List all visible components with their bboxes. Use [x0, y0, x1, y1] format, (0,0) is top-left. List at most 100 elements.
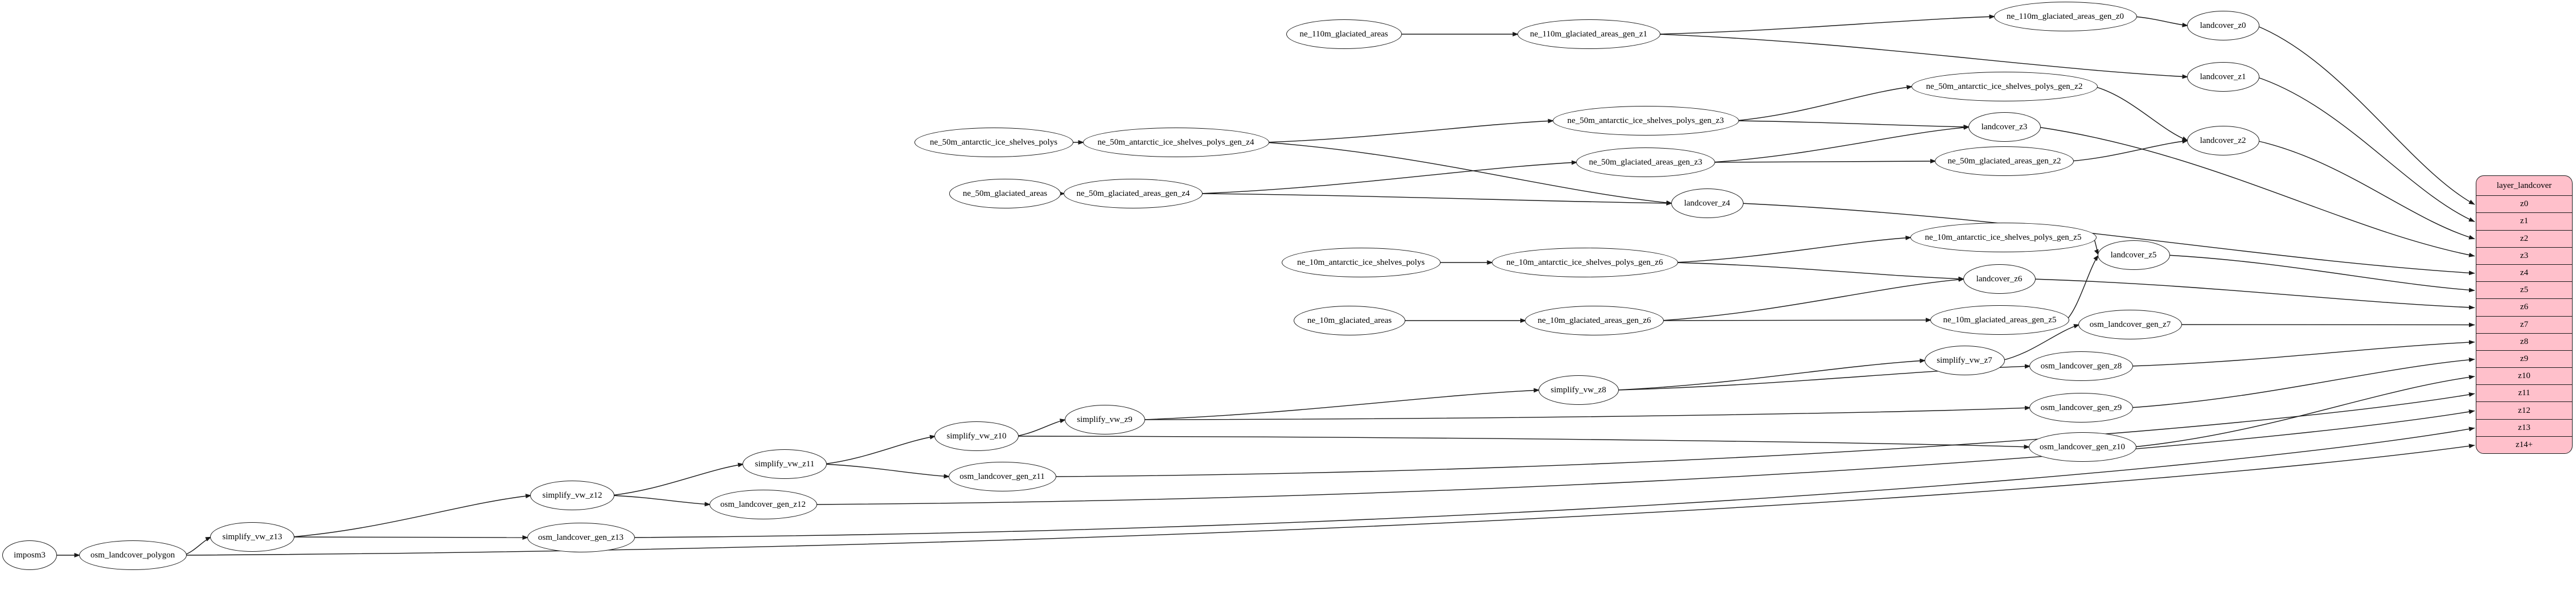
graph-edge-simplify_vw_z11-to-osm_landcover_gen_z11: [823, 464, 950, 479]
graph-node-ne_110m_glaciated_areas: ne_110m_glaciated_areas: [1286, 19, 1402, 49]
layer-table-row-z5: z5: [2476, 281, 2572, 298]
graph-node-osm_landcover_polygon: osm_landcover_polygon: [79, 540, 187, 570]
graph-edge-ne_10m_antarctic_ice_shelves_polys_gen_z6-to-ne_10m_antarctic_ice_shelves_polys_gen_z5: [1675, 235, 1912, 263]
graph-node-landcover_z2: landcover_z2: [2187, 126, 2259, 155]
graph-node-landcover_z4: landcover_z4: [1671, 188, 1744, 218]
graph-edge-ne_10m_antarctic_ice_shelves_polys_gen_z6-to-landcover_z6: [1675, 262, 1964, 281]
graph-node-ne_50m_antarctic_ice_shelves_polys: ne_50m_antarctic_ice_shelves_polys: [914, 128, 1073, 157]
graph-edge-osm_landcover_polygon-to-simplify_vw_z13: [183, 536, 212, 556]
graph-edge-simplify_vw_z9-to-simplify_vw_z8: [1142, 388, 1540, 420]
graph-edge-ne_10m_glaciated_areas_gen_z5-to-landcover_z5: [2066, 255, 2099, 321]
graph-edge-landcover_z1-to-z1: [2256, 76, 2475, 222]
graph-node-osm_landcover_gen_z10: osm_landcover_gen_z10: [2028, 432, 2136, 462]
graph-edge-simplify_vw_z9-to-osm_landcover_gen_z9: [1142, 405, 2031, 420]
layer-table-title: layer_landcover: [2496, 181, 2552, 190]
layer-table-row-z14: z14+: [2476, 436, 2572, 453]
graph-node-ne_10m_antarctic_ice_shelves_polys_gen_z5: ne_10m_antarctic_ice_shelves_polys_gen_z…: [1910, 223, 2097, 252]
graph-node-ne_10m_glaciated_areas_gen_z6: ne_10m_glaciated_areas_gen_z6: [1525, 306, 1664, 335]
graph-edge-osm_landcover_gen_z8-to-z8: [2130, 340, 2475, 367]
graph-node-simplify_vw_z9: simplify_vw_z9: [1064, 405, 1145, 434]
graph-edge-ne_50m_glaciated_areas_gen_z2-to-landcover_z2: [2070, 139, 2188, 162]
graph-node-osm_landcover_gen_z11: osm_landcover_gen_z11: [948, 462, 1056, 491]
graph-node-ne_110m_glaciated_areas_gen_z0: ne_110m_glaciated_areas_gen_z0: [1993, 2, 2137, 31]
graph-edge-osm_landcover_gen_z9-to-z9: [2130, 357, 2475, 408]
graph-edge-ne_10m_glaciated_areas_gen_z6-to-ne_10m_glaciated_areas_gen_z5: [1660, 318, 1932, 323]
graph-edge-simplify_vw_z13-to-simplify_vw_z12: [291, 494, 532, 538]
layer-table-row-z6: z6: [2476, 298, 2572, 315]
graph-edge-simplify_vw_z10-to-osm_landcover_gen_z10: [1015, 436, 2030, 449]
graph-edge-ne_50m_glaciated_areas_gen_z3-to-ne_50m_glaciated_areas_gen_z2: [1712, 159, 1937, 164]
layer-table-row-z13: z13: [2476, 419, 2572, 436]
graph-node-simplify_vw_z8: simplify_vw_z8: [1538, 375, 1619, 405]
graph-node-simplify_vw_z7: simplify_vw_z7: [1924, 346, 2005, 375]
graph-edge-simplify_vw_z13-to-osm_landcover_gen_z13: [291, 535, 528, 540]
graph-edge-ne_10m_glaciated_areas_gen_z6-to-landcover_z6: [1660, 277, 1964, 321]
layer-table-row-z4: z4: [2476, 264, 2572, 281]
graph-node-simplify_vw_z13: simplify_vw_z13: [210, 522, 294, 552]
graph-node-landcover_z0: landcover_z0: [2187, 11, 2259, 40]
layer-table-row-z0: z0: [2476, 195, 2572, 212]
graph-edge-ne_110m_glaciated_areas_gen_z1-to-landcover_z1: [1657, 34, 2188, 79]
graph-edge-ne_110m_glaciated_areas_gen_z0-to-landcover_z0: [2134, 16, 2188, 27]
graph-edge-ne_50m_antarctic_ice_shelves_polys_gen_z4-to-ne_50m_antarctic_ice_shelves_polys_gen_z3: [1266, 118, 1554, 143]
graph-edge-ne_50m_antarctic_ice_shelves_polys_gen_z3-to-landcover_z3: [1736, 120, 1970, 129]
layer-table-row-z3: z3: [2476, 247, 2572, 264]
layer-table-row-z12: z12: [2476, 401, 2572, 419]
graph-node-simplify_vw_z11: simplify_vw_z11: [743, 449, 827, 479]
graph-edge-landcover_z0-to-z0: [2256, 25, 2475, 205]
graph-edge-landcover_z2-to-z2: [2256, 140, 2475, 240]
graph-edge-simplify_vw_z10-to-simplify_vw_z9: [1015, 419, 1066, 437]
graph-edge-landcover_z6-to-z6: [2032, 278, 2475, 310]
graph-edge-ne_110m_glaciated_areas_gen_z1-to-ne_110m_glaciated_areas_gen_z0: [1657, 14, 1995, 35]
graph-edge-osm_landcover_gen_z10-to-z10: [2133, 375, 2475, 448]
layer-table-row-z2: z2: [2476, 229, 2572, 247]
graph-edge-ne_50m_glaciated_areas_gen_z4-to-landcover_z4: [1199, 193, 1672, 206]
graph-node-ne_50m_glaciated_areas: ne_50m_glaciated_areas: [949, 179, 1061, 208]
graph-node-osm_landcover_gen_z7: osm_landcover_gen_z7: [2078, 310, 2182, 339]
graph-node-ne_50m_glaciated_areas_gen_z2: ne_50m_glaciated_areas_gen_z2: [1935, 146, 2074, 176]
graph-edge-osm_landcover_gen_z11-to-z11: [1053, 392, 2475, 477]
graph-edge-landcover_z4-to-z4: [1740, 203, 2475, 276]
graph-node-landcover_z5: landcover_z5: [2097, 240, 2170, 270]
graph-node-landcover_z1: landcover_z1: [2187, 62, 2259, 92]
graph-edge-osm_landcover_gen_z12-to-z12: [814, 409, 2475, 505]
layer-table-row-z8: z8: [2476, 333, 2572, 350]
graph-node-simplify_vw_z12: simplify_vw_z12: [530, 481, 614, 510]
graph-node-ne_10m_antarctic_ice_shelves_polys: ne_10m_antarctic_ice_shelves_polys: [1281, 248, 1441, 277]
graph-node-ne_50m_antarctic_ice_shelves_polys_gen_z4: ne_50m_antarctic_ice_shelves_polys_gen_z…: [1082, 128, 1269, 157]
graph-edge-simplify_vw_z7-to-osm_landcover_gen_z7: [2001, 324, 2080, 361]
graph-edge-landcover_z3-to-z3: [2037, 126, 2475, 257]
graph-node-osm_landcover_gen_z9: osm_landcover_gen_z9: [2029, 393, 2133, 423]
graph-node-imposm3: imposm3: [2, 540, 57, 570]
graph-edge-ne_50m_antarctic_ice_shelves_polys_gen_z4-to-landcover_z4: [1266, 142, 1672, 205]
graph-node-ne_10m_glaciated_areas_gen_z5: ne_10m_glaciated_areas_gen_z5: [1930, 305, 2069, 335]
graph-node-landcover_z3: landcover_z3: [1968, 112, 2041, 142]
graph-edge-ne_50m_antarctic_ice_shelves_polys_gen_z3-to-ne_50m_antarctic_ice_shelves_polys_gen_z2: [1736, 85, 1913, 121]
graph-node-ne_50m_glaciated_areas_gen_z3: ne_50m_glaciated_areas_gen_z3: [1576, 147, 1715, 177]
graph-edge-simplify_vw_z12-to-simplify_vw_z11: [611, 462, 744, 496]
graph-edge-osm_landcover_polygon-to-z14+: [183, 444, 2475, 556]
graph-edge-ne_50m_antarctic_ice_shelves_polys_gen_z2-to-landcover_z2: [2094, 86, 2188, 141]
graph-edge-ne_50m_glaciated_areas_gen_z4-to-ne_50m_glaciated_areas_gen_z3: [1199, 160, 1578, 194]
layer-table-row-z9: z9: [2476, 350, 2572, 367]
graph-edge-ne_50m_glaciated_areas_gen_z3-to-landcover_z3: [1712, 125, 1970, 163]
graph-node-ne_50m_antarctic_ice_shelves_polys_gen_z2: ne_50m_antarctic_ice_shelves_polys_gen_z…: [1911, 72, 2098, 101]
graph-node-landcover_z6: landcover_z6: [1963, 264, 2036, 294]
layer-table-row-z1: z1: [2476, 212, 2572, 229]
layer-table-row-z7: z7: [2476, 315, 2572, 333]
graph-edge-simplify_vw_z12-to-osm_landcover_gen_z12: [611, 495, 711, 507]
graph-node-ne_10m_glaciated_areas: ne_10m_glaciated_areas: [1294, 306, 1405, 335]
graph-node-ne_110m_glaciated_areas_gen_z1: ne_110m_glaciated_areas_gen_z1: [1517, 19, 1660, 49]
layer-table-row-z11: z11: [2476, 384, 2572, 401]
graph-node-ne_10m_antarctic_ice_shelves_polys_gen_z6: ne_10m_antarctic_ice_shelves_polys_gen_z…: [1491, 248, 1678, 277]
graph-node-osm_landcover_gen_z8: osm_landcover_gen_z8: [2029, 351, 2133, 381]
layer-table-row-z10: z10: [2476, 367, 2572, 384]
graph-edge-osm_landcover_gen_z13-to-z13: [631, 427, 2475, 538]
graph-edge-simplify_vw_z8-to-simplify_vw_z7: [1615, 358, 1926, 391]
graph-node-simplify_vw_z10: simplify_vw_z10: [934, 421, 1019, 451]
graph-node-ne_50m_antarctic_ice_shelves_polys_gen_z3: ne_50m_antarctic_ice_shelves_polys_gen_z…: [1552, 106, 1739, 136]
